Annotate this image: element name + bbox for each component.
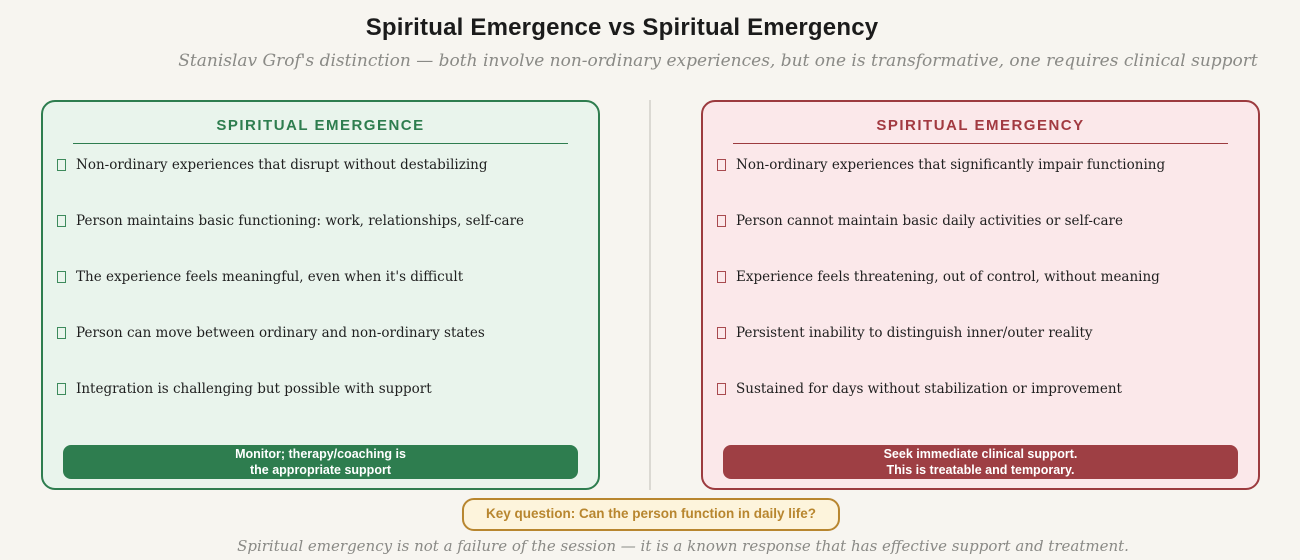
list-item-text: Person cannot maintain basic daily activ… bbox=[736, 213, 1123, 229]
list-item: Person maintains basic functioning: work… bbox=[43, 212, 598, 268]
emergence-panel: SPIRITUAL EMERGENCE Non-ordinary experie… bbox=[41, 100, 600, 490]
checkbox-bullet-icon bbox=[717, 271, 726, 283]
checkbox-bullet-icon bbox=[57, 271, 66, 283]
emergency-title-rule bbox=[733, 143, 1228, 144]
checkbox-bullet-icon bbox=[57, 159, 66, 171]
list-item-text: Non-ordinary experiences that disrupt wi… bbox=[76, 157, 488, 173]
action-banner-line1: Seek immediate clinical support. bbox=[883, 447, 1078, 461]
list-item-text: Integration is challenging but possible … bbox=[76, 381, 432, 397]
panel-divider bbox=[649, 100, 651, 490]
key-question-badge: Key question: Can the person function in… bbox=[461, 498, 841, 531]
emergence-action-banner: Monitor; therapy/coaching is the appropr… bbox=[63, 445, 578, 479]
emergence-panel-title: SPIRITUAL EMERGENCE bbox=[216, 117, 425, 134]
checkbox-bullet-icon bbox=[57, 215, 66, 227]
list-item: Integration is challenging but possible … bbox=[43, 380, 598, 436]
list-item: The experience feels meaningful, even wh… bbox=[43, 268, 598, 324]
list-item: Sustained for days without stabilization… bbox=[703, 380, 1258, 436]
emergency-action-banner: Seek immediate clinical support. This is… bbox=[723, 445, 1238, 479]
list-item: Non-ordinary experiences that disrupt wi… bbox=[43, 156, 598, 212]
checkbox-bullet-icon bbox=[57, 383, 66, 395]
list-item-text: Sustained for days without stabilization… bbox=[736, 381, 1122, 397]
page-title: Spiritual Emergence vs Spiritual Emergen… bbox=[365, 14, 879, 41]
checkbox-bullet-icon bbox=[717, 215, 726, 227]
emergence-item-list: Non-ordinary experiences that disrupt wi… bbox=[43, 156, 598, 436]
list-item-text: Experience feels threatening, out of con… bbox=[736, 269, 1160, 285]
list-item: Non-ordinary experiences that significan… bbox=[703, 156, 1258, 212]
checkbox-bullet-icon bbox=[717, 159, 726, 171]
emergency-panel: SPIRITUAL EMERGENCY Non-ordinary experie… bbox=[701, 100, 1260, 490]
action-banner-line2: This is treatable and temporary. bbox=[886, 463, 1075, 477]
action-banner-line2: the appropriate support bbox=[250, 463, 391, 477]
action-banner-line1: Monitor; therapy/coaching is bbox=[235, 447, 406, 461]
list-item-text: Person can move between ordinary and non… bbox=[76, 325, 485, 341]
emergency-panel-title: SPIRITUAL EMERGENCY bbox=[876, 117, 1085, 134]
checkbox-bullet-icon bbox=[57, 327, 66, 339]
list-item-text: The experience feels meaningful, even wh… bbox=[76, 269, 464, 285]
list-item: Person cannot maintain basic daily activ… bbox=[703, 212, 1258, 268]
list-item: Persistent inability to distinguish inne… bbox=[703, 324, 1258, 380]
list-item-text: Non-ordinary experiences that significan… bbox=[736, 157, 1166, 173]
list-item: Person can move between ordinary and non… bbox=[43, 324, 598, 380]
emergence-title-rule bbox=[73, 143, 568, 144]
page-subtitle: Stanislav Grof's distinction — both invo… bbox=[178, 51, 1258, 71]
checkbox-bullet-icon bbox=[717, 383, 726, 395]
footer-note: Spiritual emergency is not a failure of … bbox=[237, 537, 1129, 555]
checkbox-bullet-icon bbox=[717, 327, 726, 339]
emergency-item-list: Non-ordinary experiences that significan… bbox=[703, 156, 1258, 436]
list-item: Experience feels threatening, out of con… bbox=[703, 268, 1258, 324]
list-item-text: Persistent inability to distinguish inne… bbox=[736, 325, 1093, 341]
list-item-text: Person maintains basic functioning: work… bbox=[76, 213, 525, 229]
